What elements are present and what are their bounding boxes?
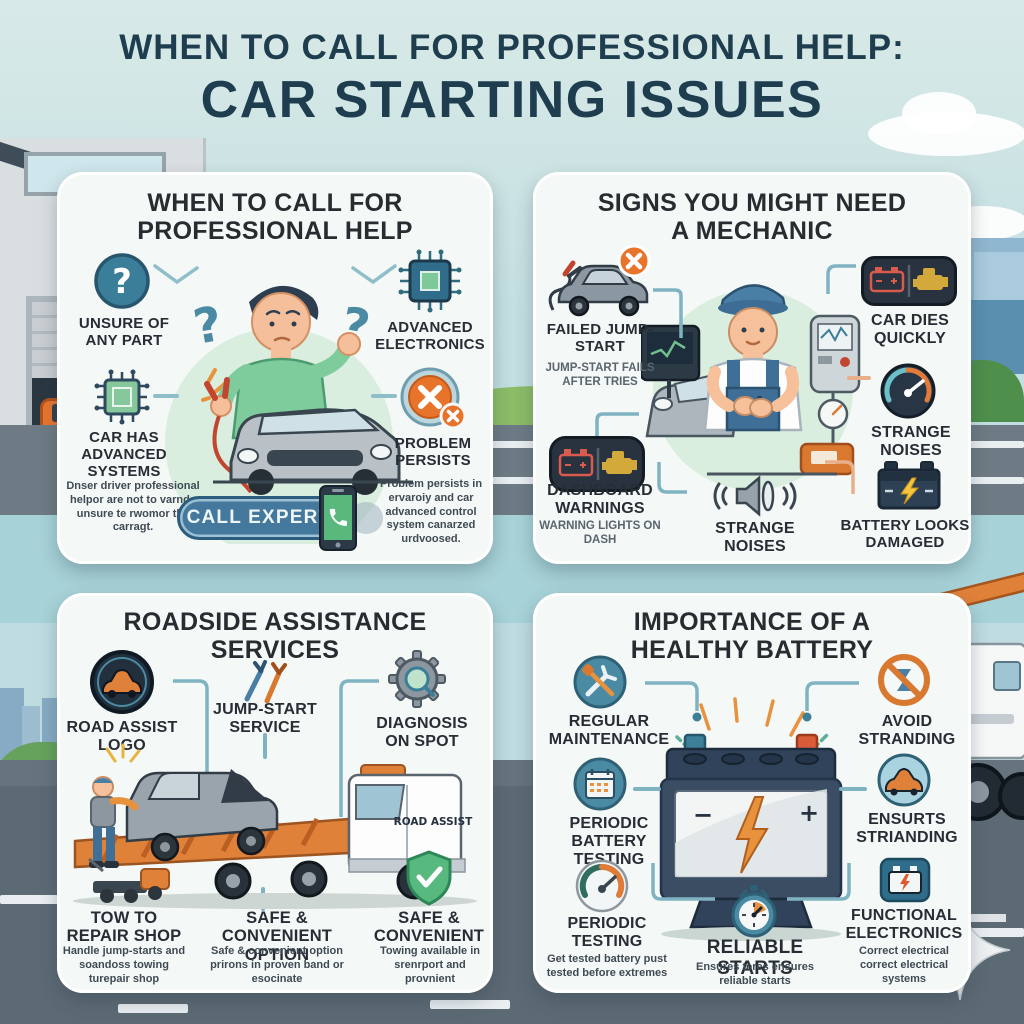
cloud [902, 92, 976, 134]
connector [847, 376, 871, 380]
connector [371, 394, 397, 398]
electronics-label: ADVANCED ELECTRONICS [375, 319, 485, 353]
lane-stripe [430, 1000, 510, 1009]
systems-label: CAR HAS ADVANCED SYSTEMS [81, 429, 167, 480]
periodic-testing-label: PERIODIC TESTING [567, 915, 647, 950]
connector [825, 460, 855, 494]
circuit-chip-icon [398, 249, 462, 313]
help-note-right: Problem persists in ervaroiy and car adv… [379, 478, 483, 545]
panel-title: SIGNS YOU MIGHT NEED A MECHANIC [597, 189, 907, 245]
call-expert-label: CALL EXPERT [186, 507, 332, 528]
lane-stripe [956, 928, 1024, 937]
lane-stripe [0, 895, 58, 904]
battery-testing-label: PERIODIC BATTERY TESTING [569, 815, 649, 868]
phone-icon [319, 485, 357, 551]
speaker-icon [713, 475, 797, 517]
dashboard-warning-icon [549, 436, 645, 492]
problem-persists-icon [400, 367, 467, 430]
failed-jumpstart-label: FAILED JUMP-START [546, 321, 654, 355]
svg-text:+: + [799, 799, 819, 827]
connector [651, 863, 715, 901]
avoid-stranding-label: AVOID STRANDING [858, 713, 956, 748]
call-expert-button[interactable]: CALL EXPERT [177, 496, 341, 540]
dashboard-warnings-label: DASHBOARD WARNINGS [547, 482, 653, 517]
panel-title: WHEN TO CALL FOR PROFESSIONAL HELP [137, 189, 413, 245]
connector [657, 462, 687, 494]
connector [653, 288, 683, 338]
panel-title: ROADSIDE ASSISTANCE SERVICES [123, 608, 427, 664]
connector [153, 394, 179, 398]
shield-check-icon [406, 850, 452, 906]
periodic-testing-sub: Get tested battery pust tested before ex… [546, 953, 668, 979]
connector [153, 264, 199, 285]
functional-sub: Correct electrical correct electrical sy… [859, 945, 949, 985]
car-dies-label: CAR DIES QUICKLY [870, 312, 950, 347]
connector [339, 679, 379, 817]
gauge-icon [880, 363, 936, 419]
failed-jumpstart-icon [548, 244, 651, 317]
unsure-label: UNSURE OF ANY PART [78, 315, 170, 349]
failed-jumpstart-sub: JUMP-START FAILS AFTER TRIES [545, 362, 655, 388]
safe-label: SAFE & CONVENIENT [373, 909, 485, 946]
car-circle-icon [877, 753, 931, 807]
tow-label: TOW TO REPAIR SHOP [66, 909, 182, 946]
svg-text:−: − [693, 801, 713, 829]
safe-sub: Towing available in srenrport and provni… [379, 945, 481, 985]
no-stranding-icon [878, 654, 930, 706]
connector [839, 787, 867, 791]
stopwatch-icon [731, 885, 777, 938]
strange-noises-bottom-label: STRANGE NOISES [715, 520, 795, 555]
connector [351, 264, 397, 285]
maintenance-label: REGULAR MAINTENANCE [548, 713, 670, 748]
panel-when-to-call: WHEN TO CALL FOR PROFESSIONAL HELP ? ? [57, 172, 493, 564]
damaged-battery-icon [877, 461, 941, 510]
ensures-label: ENSURTS STRIANDING [856, 811, 958, 846]
road-assist-logo-icon [90, 650, 154, 714]
safe-option-label: SAFE & CONVENIENT OPTION [221, 909, 333, 964]
connector [263, 733, 267, 759]
connector [826, 264, 856, 294]
lane-stripe [118, 1004, 188, 1013]
reliable-starts-label: RELIABLE STARTS [706, 937, 804, 980]
help-note-left: Dnser driver professional helpor are not… [66, 480, 200, 534]
jumper-clamps-icon [244, 660, 287, 703]
panel-need-mechanic: SIGNS YOU MIGHT NEED A MECHANIC [533, 172, 971, 564]
svg-text:?: ? [189, 296, 226, 356]
panel-title: IMPORTANCE OF A HEALTHY BATTERY [630, 608, 874, 664]
main-title-line1: WHEN TO CALL FOR PROFESSIONAL HELP: [119, 28, 905, 67]
persists-label: PROBLEM PERSISTS [394, 435, 472, 469]
car-dies-icon [861, 256, 957, 306]
calendar-icon [573, 757, 627, 811]
connector [802, 681, 859, 722]
periodic-gauge-icon [575, 859, 629, 913]
reliable-starts-sub: Ensures teres ensures reliable starts [695, 961, 814, 987]
jumpstart-service-label: JUMP-START SERVICE [213, 701, 317, 736]
diagnosis-label: DIAGNOSIS ON SPOT [376, 715, 468, 750]
truck-door-label: ROAD ASSIST [394, 816, 473, 828]
dashboard-warnings-sub: WARNING LIGHTS ON DASH [539, 520, 661, 546]
question-icon: ? [94, 253, 150, 309]
gear-magnifier-icon [388, 650, 446, 708]
functional-label: FUNCTIONAL ELECTRONICS [845, 907, 963, 942]
panel-healthy-battery: IMPORTANCE OF A HEALTHY BATTERY − + [533, 593, 971, 993]
connector [173, 679, 209, 817]
connector [645, 681, 702, 722]
tow-truck-illustration: ROAD ASSIST [73, 743, 477, 909]
battery-warning-icon [879, 857, 931, 903]
battery-damaged-label: BATTERY LOOKS DAMAGED [840, 517, 970, 551]
chip-icon [94, 369, 150, 425]
connector [595, 412, 639, 450]
panel-roadside-assistance: ROADSIDE ASSISTANCE SERVICES ROAD ASSIST… [57, 593, 493, 993]
strange-noises-right-label: STRANGE NOISES [871, 424, 951, 459]
mechanic-illustration [641, 284, 861, 490]
svg-text:?: ? [112, 262, 132, 302]
main-title-line2: CAR STARTING ISSUES [200, 71, 824, 129]
tow-sub: Handle jump-starts and soandoss towing t… [62, 945, 186, 985]
connector [633, 787, 661, 791]
connector [787, 863, 851, 901]
tools-icon [573, 655, 627, 709]
safe-option-sub: Safe & convenient option prirons in prov… [210, 945, 344, 985]
